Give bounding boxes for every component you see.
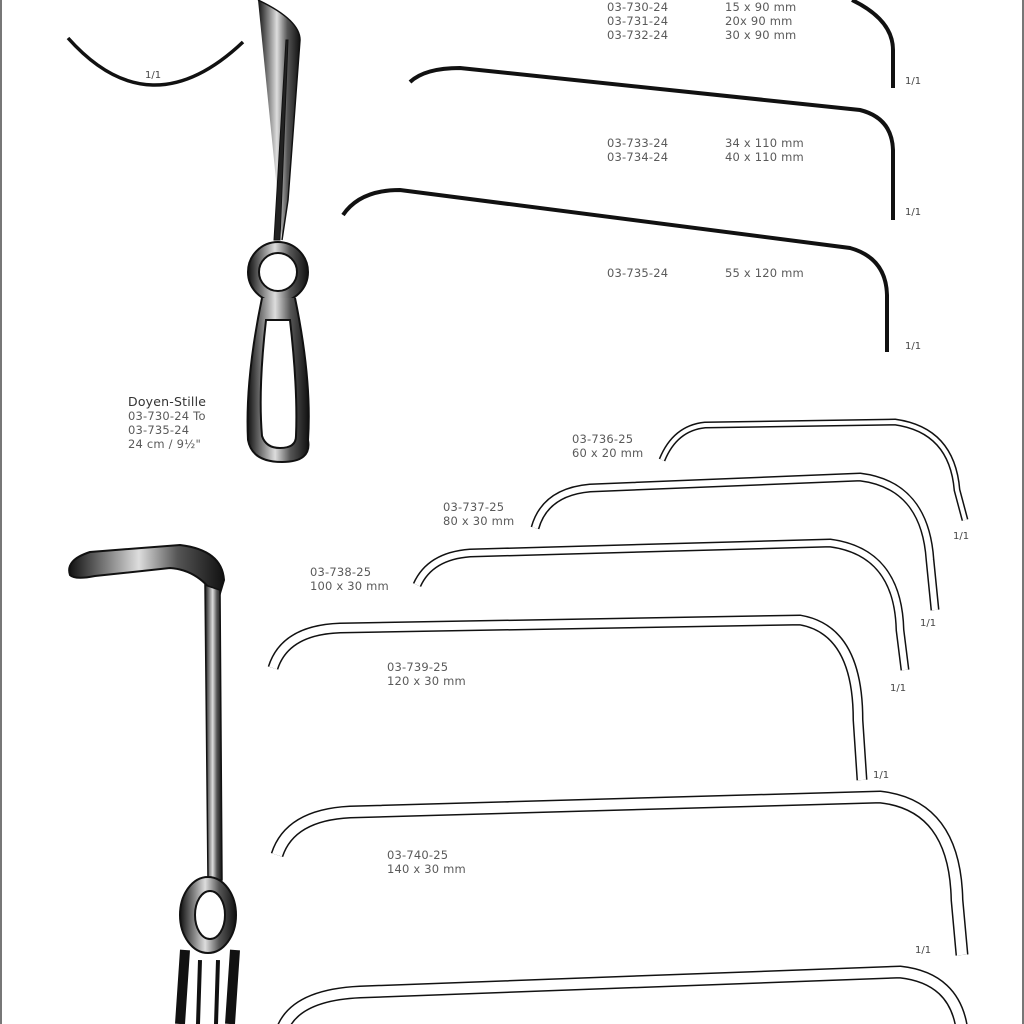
outline-blades: [267, 418, 969, 1024]
blade-profile-03-733: [408, 65, 895, 220]
scale-label: 1/1: [145, 70, 162, 81]
scale-label: 1/1: [873, 770, 890, 781]
scale-label: 1/1: [920, 618, 937, 629]
blade-partial-bottom: [277, 965, 968, 1024]
item-code: 03-736-25: [572, 432, 634, 446]
scale-label: 1/1: [890, 683, 907, 694]
item-size: 120 x 30 mm: [387, 674, 466, 688]
range-end: 03-735-24: [128, 423, 190, 437]
item-size: 20x 90 mm: [725, 14, 793, 28]
product-title: Doyen-Stille: [128, 394, 207, 409]
spec-block-1: 03-730-24 15 x 90 mm 03-731-24 20x 90 mm 0…: [607, 0, 796, 42]
blade-profile-cross-section: [66, 36, 245, 87]
item-size: 80 x 30 mm: [443, 514, 515, 528]
scale-label: 1/1: [905, 76, 922, 87]
item-code: 03-735-24: [607, 266, 669, 280]
item-code: 03-734-24: [607, 150, 669, 164]
scale-label: 1/1: [953, 531, 970, 542]
scale-label: 1/1: [905, 207, 922, 218]
spec-03-737-25: 03-737-25 80 x 30 mm: [443, 500, 514, 528]
blade-03-738-25: [412, 538, 910, 671]
range-start: 03-730-24 To: [128, 409, 206, 423]
item-code: 03-737-25: [443, 500, 505, 514]
item-code: 03-731-24: [607, 14, 669, 28]
item-code: 03-740-25: [387, 848, 449, 862]
item-size: 34 x 110 mm: [725, 136, 804, 150]
doyen-retractor-top: [246, 0, 310, 464]
item-size: 15 x 90 mm: [725, 0, 797, 14]
retractor-bottom: [68, 543, 240, 1024]
spec-03-740-25: 03-740-25 140 x 30 mm: [387, 848, 466, 876]
item-size: 40 x 110 mm: [725, 150, 804, 164]
spec-03-739-25: 03-739-25 120 x 30 mm: [387, 660, 466, 688]
scale-label: 1/1: [905, 341, 922, 352]
blade-profile-03-735: [341, 187, 889, 352]
spec-03-738-25: 03-738-25 100 x 30 mm: [310, 565, 389, 593]
spec-block-3: 03-735-24 55 x 120 mm: [607, 266, 804, 280]
blade-03-740-25: [270, 790, 969, 956]
item-code: 03-739-25: [387, 660, 449, 674]
scale-label: 1/1: [915, 945, 932, 956]
blade-03-737-25: [530, 472, 940, 611]
item-size: 140 x 30 mm: [387, 862, 466, 876]
product-length: 24 cm / 9½": [128, 437, 201, 451]
spec-03-736-25: 03-736-25 60 x 20 mm: [572, 432, 643, 460]
spec-block-2: 03-733-24 34 x 110 mm 03-734-24 40 x 110 m…: [607, 136, 804, 164]
blade-profile-03-730: [851, 0, 895, 88]
item-size: 100 x 30 mm: [310, 579, 389, 593]
blade-03-736-25: [658, 418, 969, 521]
item-code: 03-732-24: [607, 28, 669, 42]
item-code: 03-733-24: [607, 136, 669, 150]
item-code: 03-730-24: [607, 0, 669, 14]
item-size: 30 x 90 mm: [725, 28, 797, 42]
item-code: 03-738-25: [310, 565, 372, 579]
blade-03-739-25: [267, 614, 868, 781]
item-size: 60 x 20 mm: [572, 446, 644, 460]
product-caption: Doyen-Stille 03-730-24 To 03-735-24 24 c…: [128, 394, 207, 452]
item-size: 55 x 120 mm: [725, 266, 804, 280]
